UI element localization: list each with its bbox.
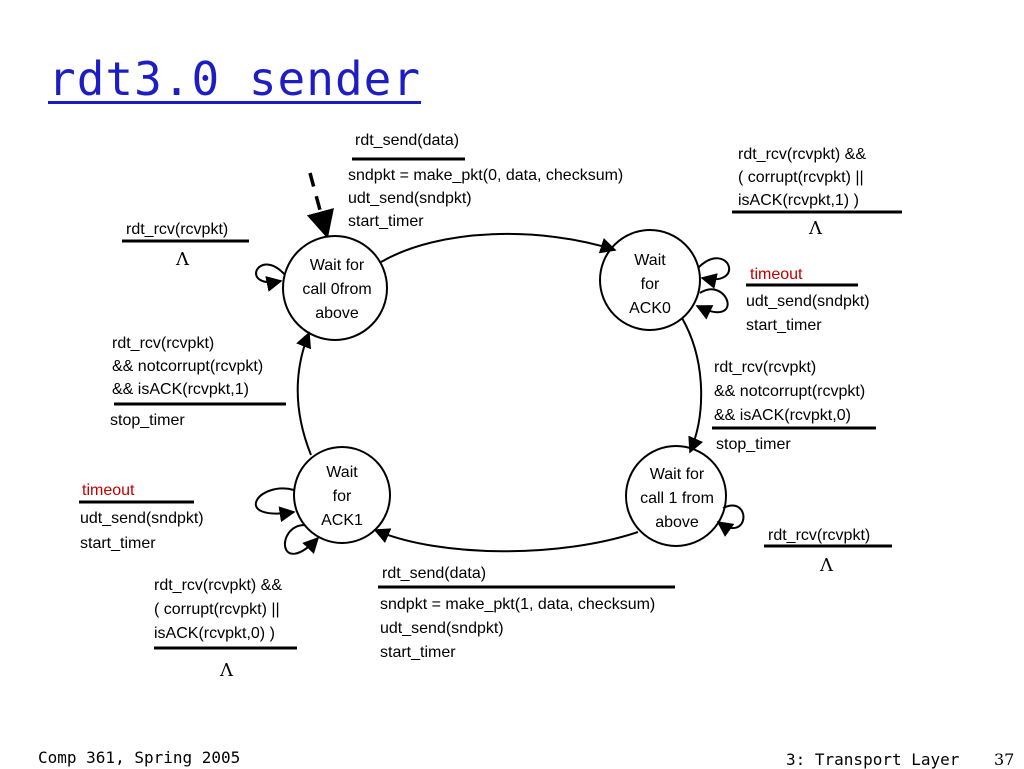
transition-event: rdt_rcv(rcvpkt) bbox=[768, 527, 870, 544]
transition-action: stop_timer bbox=[716, 436, 791, 453]
state-label-line: for bbox=[641, 276, 660, 293]
transition-arrow-call0-to-ack0 bbox=[380, 232, 617, 263]
label-ack0-timeout: timeout udt_send(sndpkt) start_timer bbox=[746, 266, 870, 334]
label-ack1-to-call0: rdt_rcv(rcvpkt) && notcorrupt(rcvpkt) &&… bbox=[110, 335, 286, 429]
transition-event: rdt_rcv(rcvpkt) bbox=[714, 359, 816, 376]
self-loop-ack1-corrupt bbox=[283, 524, 320, 555]
state-label-line: Wait for bbox=[650, 466, 705, 483]
state-label-line: call 0from bbox=[302, 281, 371, 298]
transition-event: rdt_send(data) bbox=[382, 565, 486, 582]
transition-event: rdt_rcv(rcvpkt) bbox=[112, 335, 214, 352]
state-label-line: ACK1 bbox=[321, 512, 363, 529]
label-call1-to-ack1: rdt_send(data) sndpkt = make_pkt(1, data… bbox=[378, 565, 675, 661]
transition-action: udt_send(sndpkt) bbox=[348, 190, 472, 207]
transition-event: ( corrupt(rcvpkt) || bbox=[738, 169, 864, 186]
transition-action: start_timer bbox=[380, 644, 456, 661]
state-label-line: Wait bbox=[326, 464, 358, 481]
transition-action: udt_send(sndpkt) bbox=[80, 510, 204, 527]
initial-state-arrow bbox=[306, 172, 334, 239]
state-label-line: Wait for bbox=[310, 257, 365, 274]
transition-action: start_timer bbox=[348, 213, 424, 230]
state-label-line: call 1 from bbox=[640, 490, 714, 507]
self-loop-ack1-timeout bbox=[254, 487, 296, 523]
slide-title: rdt3.0 sender bbox=[48, 52, 422, 106]
lambda-action: Λ bbox=[819, 555, 834, 576]
state-wait-ack1: Wait for ACK1 bbox=[293, 446, 391, 544]
transition-action: start_timer bbox=[80, 535, 156, 552]
state-label-line: Wait bbox=[634, 252, 666, 269]
transition-event: rdt_rcv(rcvpkt) && bbox=[738, 146, 866, 163]
label-call0-self: rdt_rcv(rcvpkt) Λ bbox=[122, 221, 249, 270]
label-ack0-corrupt: rdt_rcv(rcvpkt) && ( corrupt(rcvpkt) || … bbox=[732, 146, 902, 239]
transition-event: rdt_rcv(rcvpkt) && bbox=[154, 577, 282, 594]
lambda-action: Λ bbox=[175, 249, 190, 270]
state-label-line: above bbox=[315, 305, 359, 322]
footer-section: 3: Transport Layer bbox=[786, 750, 960, 769]
transition-action: sndpkt = make_pkt(1, data, checksum) bbox=[380, 596, 655, 613]
state-label-line: ACK0 bbox=[629, 300, 671, 317]
label-call0-to-ack0: rdt_send(data) sndpkt = make_pkt(0, data… bbox=[348, 132, 623, 230]
self-loop-ack0-timeout bbox=[695, 288, 729, 320]
self-loop-call1 bbox=[716, 504, 745, 537]
transition-arrow-ack1-to-call0 bbox=[296, 331, 312, 456]
footer-course: Comp 361, Spring 2005 bbox=[38, 748, 241, 767]
timeout-event: timeout bbox=[750, 266, 803, 283]
transition-event: && notcorrupt(rcvpkt) bbox=[714, 383, 865, 400]
state-label-line: above bbox=[655, 514, 699, 531]
transition-event: && isACK(rcvpkt,1) bbox=[112, 381, 249, 398]
transition-arrow-call1-to-ack1 bbox=[373, 528, 639, 553]
transition-event: rdt_send(data) bbox=[355, 132, 459, 149]
self-loop-call0 bbox=[255, 263, 286, 292]
lambda-action: Λ bbox=[219, 660, 234, 681]
transition-action: start_timer bbox=[746, 317, 822, 334]
state-label-line: for bbox=[333, 488, 352, 505]
label-ack1-corrupt: rdt_rcv(rcvpkt) && ( corrupt(rcvpkt) || … bbox=[154, 577, 297, 681]
self-loop-ack0-corrupt bbox=[697, 257, 731, 289]
transition-event: isACK(rcvpkt,1) ) bbox=[738, 192, 859, 209]
transition-event: rdt_rcv(rcvpkt) bbox=[126, 221, 228, 238]
page-number: 37 bbox=[994, 750, 1015, 769]
label-call1-self: rdt_rcv(rcvpkt) Λ bbox=[764, 527, 892, 576]
transition-action: udt_send(sndpkt) bbox=[380, 620, 504, 637]
label-ack0-to-call1: rdt_rcv(rcvpkt) && notcorrupt(rcvpkt) &&… bbox=[712, 359, 876, 453]
transition-action: stop_timer bbox=[110, 412, 185, 429]
state-wait-call1: Wait for call 1 from above bbox=[625, 445, 727, 547]
transition-event: isACK(rcvpkt,0) ) bbox=[154, 625, 275, 642]
transition-action: udt_send(sndpkt) bbox=[746, 293, 870, 310]
state-wait-call0: Wait for call 0from above bbox=[282, 235, 388, 341]
label-ack1-timeout: timeout udt_send(sndpkt) start_timer bbox=[79, 482, 204, 552]
transition-action: sndpkt = make_pkt(0, data, checksum) bbox=[348, 167, 623, 184]
transition-event: && notcorrupt(rcvpkt) bbox=[112, 358, 263, 375]
lambda-action: Λ bbox=[808, 218, 823, 239]
transition-event: ( corrupt(rcvpkt) || bbox=[154, 601, 280, 618]
state-wait-ack0: Wait for ACK0 bbox=[599, 229, 701, 331]
timeout-event: timeout bbox=[82, 482, 135, 499]
transition-event: && isACK(rcvpkt,0) bbox=[714, 407, 851, 424]
transition-arrow-ack0-to-call1 bbox=[681, 317, 704, 454]
